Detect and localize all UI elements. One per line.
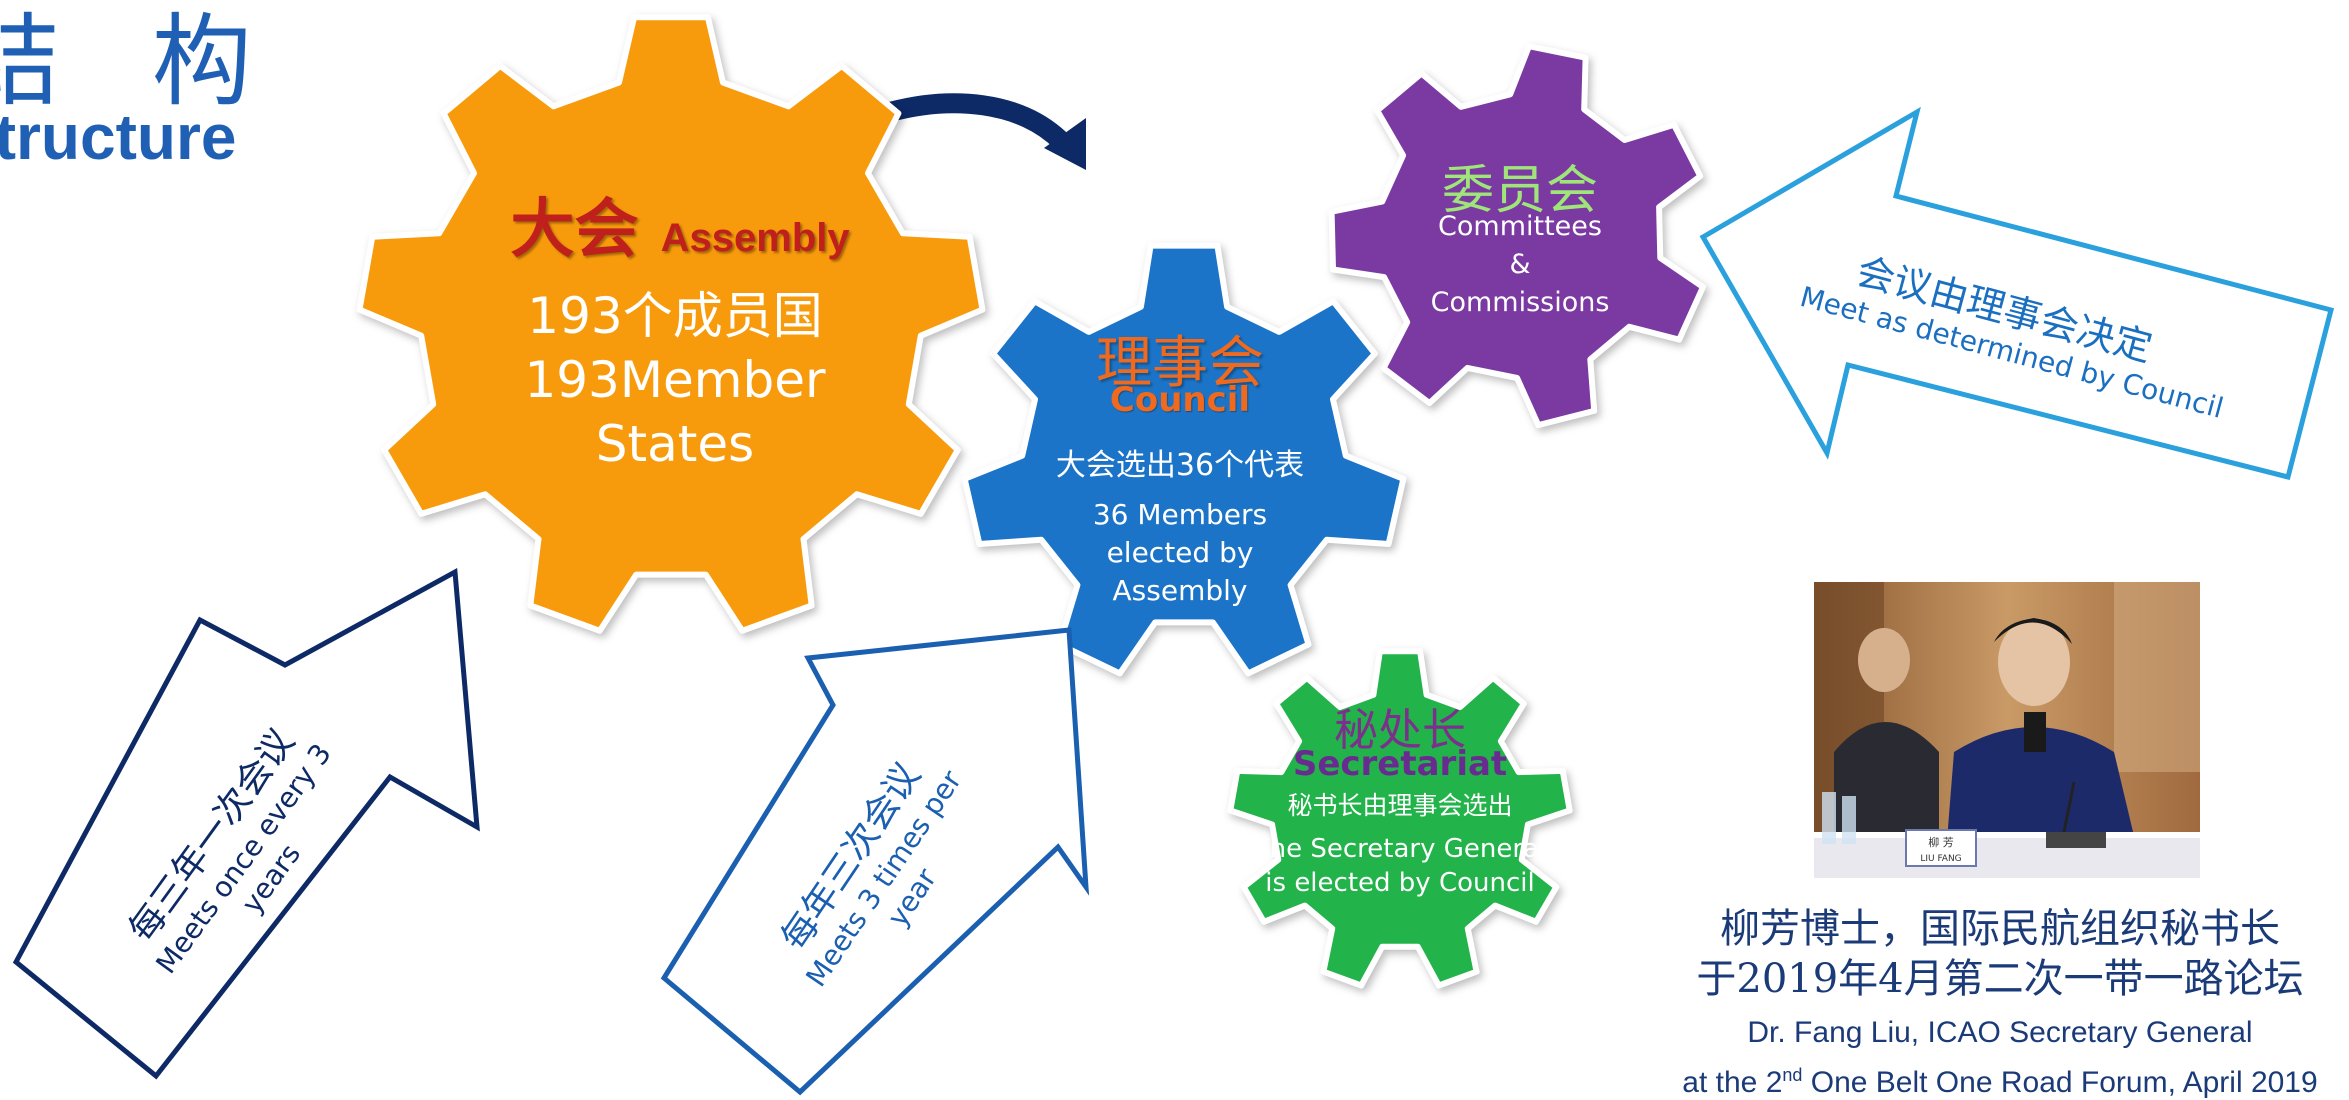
council-line-2: 36 Members elected by Assembly [1092, 498, 1268, 607]
caption-en-line-2-pre: at the 2 [1682, 1066, 1783, 1099]
caption-en-line-2: at the 2nd One Belt One Road Forum, Apri… [1650, 1054, 2349, 1100]
committees-line-3: Commissions [1430, 287, 1610, 318]
assembly-title: 大会 Assembly [500, 178, 860, 270]
caption-chinese: 柳芳博士，国际民航组织秘书长 于2019年4月第二次一带一路论坛 [1660, 904, 2340, 1004]
assembly-meeting-arrow [12, 567, 480, 1080]
council-line-1: 大会选出36个代表 [1055, 448, 1305, 483]
committees-meeting-arrow [1699, 106, 2335, 481]
caption-english: Dr. Fang Liu, ICAO Secretary General at … [1650, 1012, 2349, 1100]
caption-en-line-2-post: One Belt One Road Forum, April 2019 [1802, 1066, 2318, 1099]
committees-description: Committees & Commissions [1380, 208, 1660, 322]
committees-name-cn: 委员会 [1441, 161, 1598, 221]
gear-assembly-shape [356, 14, 986, 634]
assembly-description: 193个成员国 193Member States [470, 284, 880, 476]
assembly-name-cn: 大会 [510, 193, 639, 267]
speaker-photo: 柳 芳 LIU FANG [1814, 582, 2200, 878]
assembly-line-2: 193Member [524, 351, 826, 409]
secretariat-line-1: 秘书长由理事会选出 [1287, 791, 1513, 820]
secretariat-line-2: The Secretary General is elected by Coun… [1253, 834, 1547, 898]
nameplate-en: LIU FANG [1920, 854, 1961, 864]
caption-en-line-1: Dr. Fang Liu, ICAO Secretary General [1747, 1016, 2253, 1049]
assembly-line-3: States [595, 415, 755, 473]
caption-cn-line-2: 于2019年4月第二次一带一路论坛 [1696, 956, 2304, 1002]
gear-council-shape [961, 242, 1407, 677]
council-gear [961, 242, 1407, 677]
assembly-gear [356, 14, 986, 634]
gear-secretariat-shape [1227, 648, 1573, 989]
curved-arrow-icon [887, 93, 1086, 170]
title-chinese: 结 构 [0, 3, 282, 120]
secretariat-gear [1227, 648, 1573, 989]
council-name-en: Council [1109, 380, 1251, 420]
nameplate-cn: 柳 芳 [1928, 835, 1954, 849]
speaker-photo-illustration: 柳 芳 LIU FANG [1814, 582, 2200, 878]
council-name-cn: 理事会 [1096, 331, 1264, 396]
gear-committees-shape [1328, 43, 1706, 429]
title-english: Structure [0, 101, 237, 173]
assembly-line-1: 193个成员国 [527, 287, 823, 345]
committees-gear [1328, 43, 1706, 429]
caption-en-line-2-sup: nd [1782, 1065, 1803, 1085]
committees-line-1: Committees [1438, 211, 1602, 242]
secretariat-name-cn: 秘处长 [1334, 705, 1466, 756]
secretariat-name-en: Secretariat [1292, 744, 1508, 784]
committees-line-2: & [1509, 249, 1531, 280]
assembly-name-en: Assembly [660, 216, 850, 260]
caption-cn-line-1: 柳芳博士，国际民航组织秘书长 [1720, 906, 2280, 952]
council-meeting-arrow [660, 627, 1090, 1096]
